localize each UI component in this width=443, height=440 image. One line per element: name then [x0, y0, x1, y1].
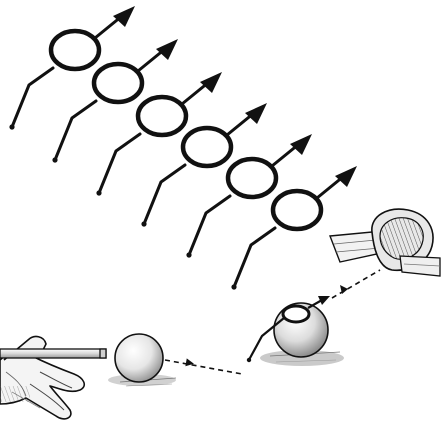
object-ball-travel-line	[331, 269, 381, 299]
cue-stick-icon	[0, 348, 107, 359]
cue-ball-icon	[108, 333, 177, 387]
pocket-icon	[329, 208, 441, 277]
cue-ball-travel-line	[164, 358, 243, 375]
object-ball-icon	[246, 296, 344, 366]
